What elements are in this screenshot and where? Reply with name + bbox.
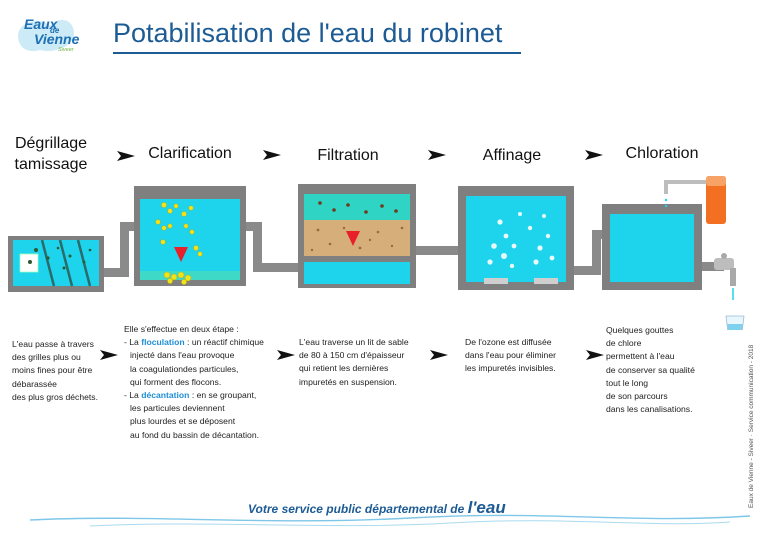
pipe [702,262,724,271]
glass-of-water-icon [725,315,745,330]
arrow-right-icon [586,350,604,360]
desc-line: dans l'eau pour éliminer [465,350,556,361]
desc-clarification: Elle s'effectue en deux étape : - La flo… [124,323,264,442]
ozone-bubble-icon [487,212,555,269]
desc-line-decantation: - La décantation : en se groupant, [124,389,264,402]
desc-line: au fond du bassin de décantation. [130,429,260,440]
desc-line: de 80 à 150 cm d'épaisseur [299,350,405,361]
step-title-line: Dégrillage [14,135,88,152]
pipe [253,263,299,272]
desc-line: moins fines pour être [12,365,93,376]
tank-filtration [298,184,416,288]
pipe [120,222,129,277]
desc-line: de chlore [606,338,642,349]
step-title-filtration: Filtration [317,147,379,164]
footer-emph: l'eau [467,498,506,517]
desc-prefix: - La [124,337,142,348]
desc-affinage: De l'ozone est diffusée dans l'eau pour … [465,336,556,376]
tank-degrillage [8,236,104,292]
chlore-tank [706,176,726,224]
filter-arrow-icon [346,231,360,246]
desc-line: de son parcours [606,391,668,402]
title-underline [113,52,521,54]
pipe [102,268,122,277]
arrow-right-icon [277,350,295,360]
tank-chloration [602,176,726,290]
desc-rest: : un réactif chimique [184,337,264,348]
step-title-affinage: Affinage [482,147,542,164]
step-title-line: tamissage [14,156,88,173]
desc-line: qui retient les dernières [299,363,389,374]
desc-prefix: - La [124,390,142,401]
faucet-icon [714,253,736,300]
arrow-right-icon [117,151,135,161]
desc-line: L'eau passe à travers [12,339,94,349]
step-title-degrillage: Dégrillage tamissage [6,133,96,175]
logo-line1: Eaux [24,16,58,32]
desc-line: de conserver sa qualité [606,364,695,375]
desc-line: les impuretés invisibles. [465,363,556,374]
term-floculation: floculation [141,337,185,348]
chlore-pipe [664,180,708,184]
chlore-pipe [664,180,668,194]
arrow-right-icon [100,350,118,360]
settle-arrow-icon [174,247,188,262]
desc-line: des grilles plus ou [12,352,81,363]
side-credit: Eaux de Vienne - Siveer · Service commun… [748,300,760,510]
arrow-right-icon [428,150,446,160]
desc-line: L'eau traverse un lit de sable [299,337,409,347]
description-arrows [100,350,604,360]
footer-text: Votre service public départemental de [248,502,468,516]
arrow-right-icon [430,350,448,360]
desc-line: plus lourdes et se déposent [130,416,236,427]
footer-slogan: Votre service public départemental de l'… [248,498,506,518]
logo-drop-icon [18,19,74,52]
pipe [592,230,601,275]
tank-clarification [134,186,246,286]
logo-line3: Vienne [34,31,80,47]
pipe [120,222,136,231]
pipe [415,246,459,255]
desc-filtration: L'eau traverse un lit de sable de 80 à 1… [299,336,409,389]
pipe [572,266,600,275]
desc-line: débarassée [12,378,57,389]
term-decantation: décantation [141,390,190,401]
desc-line: les particules deviennent [130,403,225,414]
logo-tag: Siveer [58,47,74,53]
page-title: Potabilisation de l'eau du robinet [113,18,503,48]
arrow-right-icon [263,150,281,160]
step-title-chloration: Chloration [625,145,699,162]
pipe [253,222,262,272]
desc-line: des plus gros déchets. [12,391,98,402]
arrow-right-icon [585,150,603,160]
desc-line: permettent à l'eau [606,351,675,362]
process-illustration [8,150,745,330]
desc-line: qui forment des flocons. [130,376,222,387]
desc-line: tout le long [606,377,649,388]
logo-line2: de [50,26,60,35]
logo: Eaux de Vienne Siveer [14,12,94,56]
desc-line: impuretés en suspension. [299,376,397,387]
desc-line: injecté dans l'eau provoque [130,350,235,361]
desc-line: Quelques gouttes [606,325,674,335]
wave-icon [30,514,750,527]
pipe [592,230,604,239]
desc-chloration: Quelques gouttes de chlore permettent à … [606,324,695,416]
desc-degrillage: L'eau passe à travers des grilles plus o… [12,338,98,404]
tank-affinage [458,186,574,290]
desc-rest: : en se groupant, [189,390,257,401]
desc-line: De l'ozone est diffusée [465,337,552,347]
desc-line: dans les canalisations. [606,404,693,415]
side-credit-text: Eaux de Vienne - Siveer · Service commun… [748,344,755,508]
desc-line: la coagulationdes particules, [130,363,239,374]
desc-line-floculation: - La floculation : un réactif chimique [124,336,264,349]
desc-line: Elle s'effectue en deux étape : [124,324,239,334]
step-title-clarification: Clarification [148,145,232,162]
floc-particle-icon [155,202,203,285]
